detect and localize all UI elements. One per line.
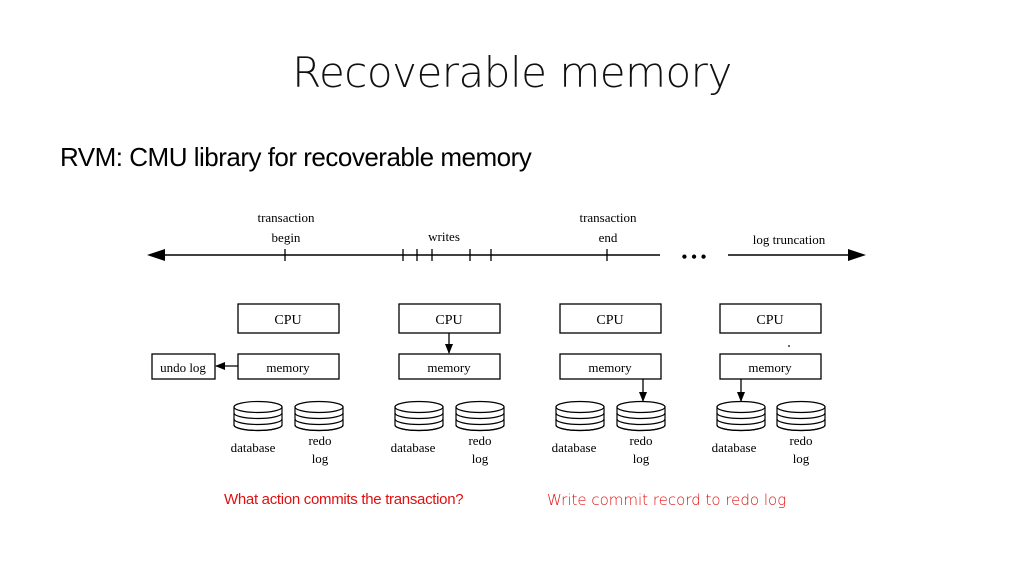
cpu-label: CPU xyxy=(596,313,623,328)
disk-top xyxy=(233,400,283,414)
disk-platter-line xyxy=(555,418,605,426)
label-transaction-begin-2: begin xyxy=(272,230,301,245)
timeline-ellipsis: • • • xyxy=(682,249,707,266)
redo-log-label-line2: log xyxy=(793,451,810,466)
answer-text: Write commit record to redo log xyxy=(547,491,787,509)
database-label: database xyxy=(712,440,757,455)
cpu-box xyxy=(237,303,340,334)
stage-writes: CPU memory xyxy=(398,303,501,380)
disk-top xyxy=(716,400,766,414)
redo-log-label-line1: redo xyxy=(789,433,812,448)
database-label: database xyxy=(391,440,436,455)
question-text: What action commits the transaction? xyxy=(224,491,464,508)
redo-log-disk-stack xyxy=(616,400,666,432)
label-transaction-end-2: end xyxy=(599,230,618,245)
memory-label: memory xyxy=(748,360,792,375)
disk-platter-line xyxy=(776,412,826,420)
redo-log-disk-stack xyxy=(776,400,826,432)
disk-platter-line xyxy=(233,424,283,432)
database-label: database xyxy=(231,440,276,455)
redo-log-label-line2: log xyxy=(312,451,329,466)
slide-subtitle: RVM: CMU library for recoverable memory xyxy=(60,142,532,172)
memory-label: memory xyxy=(588,360,632,375)
disk-top xyxy=(616,400,666,414)
disk-top xyxy=(394,400,444,414)
disk-platter-line xyxy=(616,424,666,432)
redo-log-disk-stack xyxy=(294,400,344,432)
memory-box xyxy=(398,353,501,380)
disk-platter-line xyxy=(455,424,505,432)
cpu-label: CPU xyxy=(435,313,462,328)
disk-platter-line xyxy=(616,418,666,426)
timeline-arrow-right xyxy=(848,249,866,261)
undo-log-box xyxy=(151,353,216,380)
redo-log-label-line1: redo xyxy=(629,433,652,448)
disk-platter-line xyxy=(294,412,344,420)
label-writes: writes xyxy=(428,229,460,244)
memory-box xyxy=(237,353,340,380)
disk-platter-line xyxy=(233,412,283,420)
timeline-arrow-left xyxy=(147,249,165,261)
disk-platter-line xyxy=(555,412,605,420)
disk-top xyxy=(455,400,505,414)
label-transaction-begin-1: transaction xyxy=(257,210,315,225)
redo-log-disk-stack xyxy=(455,400,505,432)
disk-stacks xyxy=(233,400,826,432)
disk-platter-line xyxy=(394,412,444,420)
database-disk-stack xyxy=(555,400,605,432)
redo-log-label-line1: redo xyxy=(468,433,491,448)
stage-truncation: CPU memory xyxy=(719,303,822,402)
disk-platter-line xyxy=(394,424,444,432)
memory-label: memory xyxy=(427,360,471,375)
redo-log-label-line1: redo xyxy=(308,433,331,448)
disk-top xyxy=(555,400,605,414)
label-log-truncation: log truncation xyxy=(753,232,826,247)
disk-platter-line xyxy=(455,412,505,420)
disk-platter-line xyxy=(776,424,826,432)
memory-box xyxy=(559,353,662,380)
disk-top xyxy=(776,400,826,414)
disk-platter-line xyxy=(616,412,666,420)
redo-log-label-line2: log xyxy=(633,451,650,466)
stage-end: CPU memory xyxy=(559,303,662,402)
disk-platter-line xyxy=(455,418,505,426)
cpu-label: CPU xyxy=(274,313,301,328)
memory-label: memory xyxy=(266,360,310,375)
cpu-box xyxy=(559,303,662,334)
disk-platter-line xyxy=(294,424,344,432)
cpu-box xyxy=(398,303,501,334)
timeline: transaction begin writes transaction end… xyxy=(147,210,866,266)
slide-title: Recoverable memory xyxy=(292,48,732,97)
cpu-label: CPU xyxy=(756,313,783,328)
memory-box xyxy=(719,353,822,380)
redo-log-label-line2: log xyxy=(472,451,489,466)
disk-top xyxy=(294,400,344,414)
stray-dot xyxy=(788,345,790,347)
undo-log-label: undo log xyxy=(160,360,206,375)
database-disk-stack xyxy=(394,400,444,432)
disk-labels: database redo log database redo log data… xyxy=(231,433,813,466)
cpu-box xyxy=(719,303,822,334)
disk-platter-line xyxy=(716,412,766,420)
disk-platter-line xyxy=(394,418,444,426)
disk-platter-line xyxy=(776,418,826,426)
disk-platter-line xyxy=(233,418,283,426)
disk-platter-line xyxy=(716,418,766,426)
disk-platter-line xyxy=(716,424,766,432)
database-disk-stack xyxy=(716,400,766,432)
disk-platter-line xyxy=(294,418,344,426)
database-disk-stack xyxy=(233,400,283,432)
database-label: database xyxy=(552,440,597,455)
label-transaction-end-1: transaction xyxy=(579,210,637,225)
stage-begin: CPU memory undo log xyxy=(151,303,340,380)
disk-platter-line xyxy=(555,424,605,432)
